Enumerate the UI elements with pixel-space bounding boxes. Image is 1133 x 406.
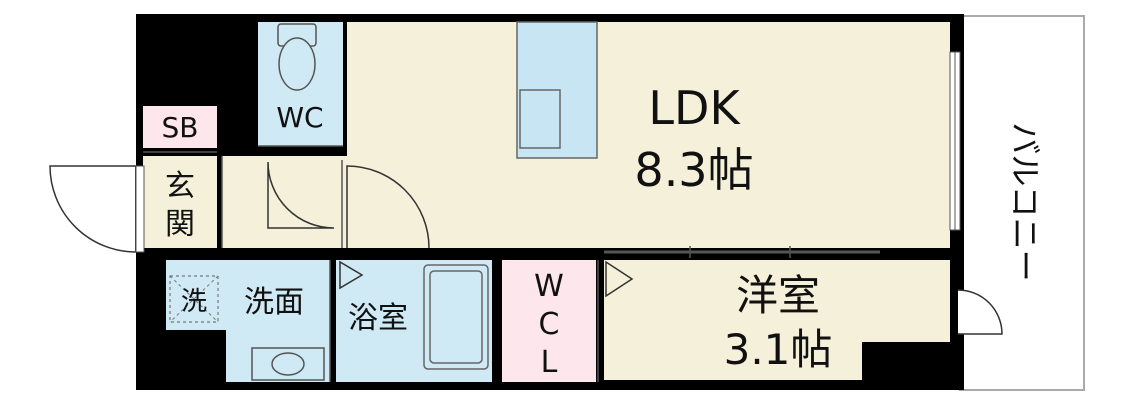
ldk-size: 8.3帖 — [634, 143, 753, 197]
ldk-door — [346, 165, 430, 249]
entrance-floor — [143, 156, 217, 248]
wc-label: WC — [276, 101, 323, 134]
entrance-label: 玄 — [165, 169, 195, 204]
washroom-label: 洗面 — [244, 285, 304, 320]
toilet-bowl — [278, 37, 316, 91]
washroom-floor — [166, 260, 330, 330]
ldk-label: LDK — [648, 81, 741, 135]
western-label: 洋室 — [736, 271, 820, 320]
western-corner-block — [862, 342, 952, 382]
bathtub-inner — [429, 270, 483, 364]
balcony-label: バルコニー — [1006, 122, 1044, 281]
wcl-label: W — [534, 269, 564, 304]
washbasin-bowl — [271, 352, 305, 376]
western-door — [605, 260, 634, 298]
washer-label: 洗 — [181, 287, 207, 317]
bathtub — [423, 264, 489, 370]
washer-pan — [169, 275, 219, 323]
hall-window — [135, 165, 145, 253]
sb-floor — [143, 106, 217, 148]
entrance-label: 関 — [165, 207, 195, 242]
front-door — [49, 165, 137, 253]
hall-floor — [222, 156, 347, 248]
wcl-label: L — [541, 345, 558, 380]
washer-pan-diagonal — [169, 275, 219, 323]
ldk-floor — [347, 22, 950, 248]
kitchen-sink — [519, 89, 561, 149]
western-size: 3.1帖 — [724, 325, 833, 374]
balcony-door — [957, 289, 1003, 335]
bath-door — [339, 260, 364, 290]
wcl-floor — [502, 260, 596, 382]
wc-door — [267, 161, 335, 229]
sb-label: SB — [162, 111, 199, 144]
wcl-label: C — [539, 307, 560, 342]
bathroom-label: 浴室 — [348, 301, 408, 336]
washer-pan-diagonal — [169, 275, 219, 323]
